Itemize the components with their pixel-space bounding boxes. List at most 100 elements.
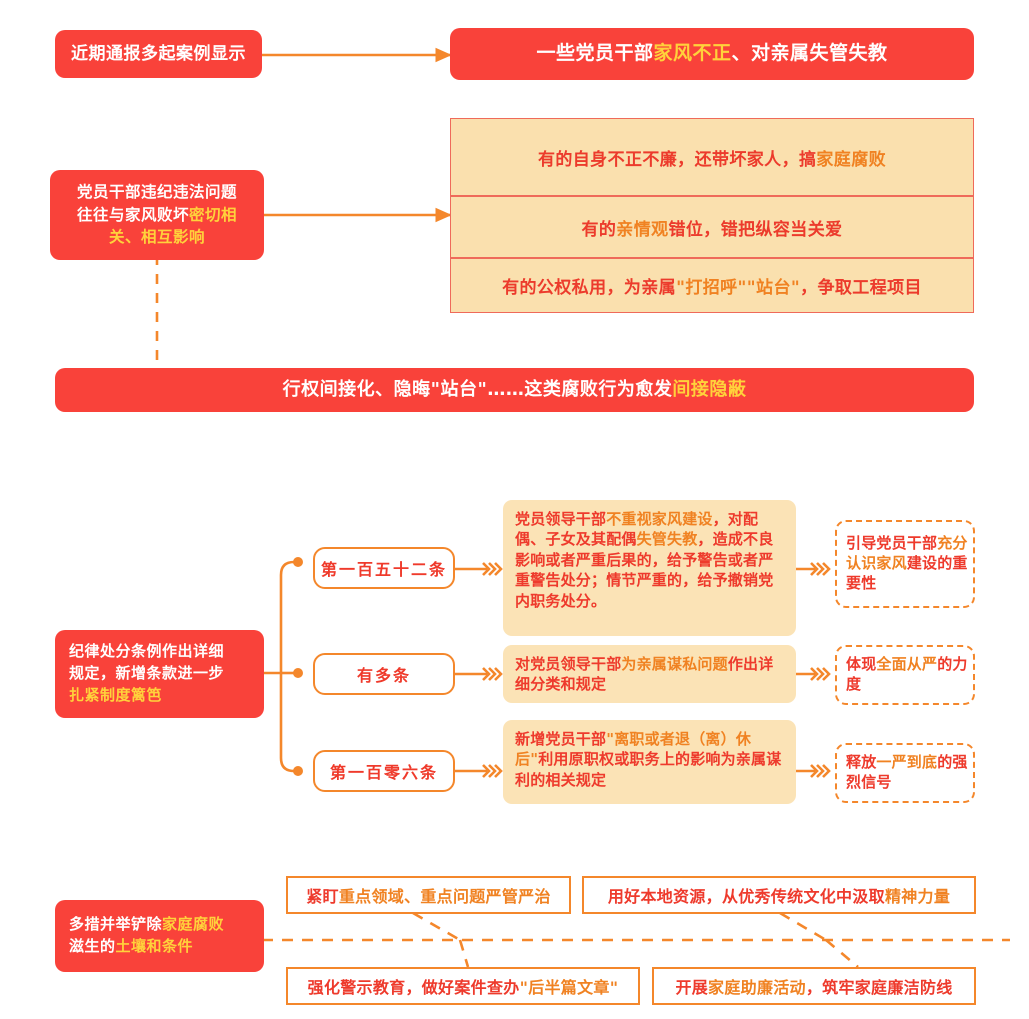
clause-outcome-text: 引导党员干部充分认识家风建设的重要性 [846,534,973,594]
seg: 滋生的 [69,937,116,955]
seg-hl: 全面从严 [876,655,938,674]
clause-pill-label: 有多条 [356,666,411,685]
table-row: 有的自身不正不廉，还带坏家人，搞家庭腐败 [450,118,974,196]
regulation-root-line-3: 扎紧制度篱笆 [69,685,163,704]
fishbone-rib-up-2 [779,911,827,942]
cell-pre: 有的自身不正不廉，还带坏家人，搞 [537,149,817,170]
cell-highlight: 家庭腐败 [816,149,886,170]
feather-arrow-2-head [482,667,503,681]
branch-dot-1 [293,557,303,567]
seg-hl: 为亲属谋私问题 [621,655,728,673]
seg-hl: 充分认识家风 [846,534,968,573]
measures-root-line-1: 多措并举铲除家庭腐败 [69,914,224,936]
clause-outcome-card-106: 释放一严到底的强烈信号 [835,743,975,803]
headline-post: 、对亲属失管失教 [731,42,888,65]
measure-box-1: 紧盯重点领域、重点问题严管严治 [286,876,571,914]
seg: 的强烈信号 [846,753,968,791]
table-row: 有的亲情观错位，错把纵容当关爱 [450,196,974,258]
clause-outcome-card-152: 引导党员干部充分认识家风建设的重要性 [835,520,975,608]
cell-post: 错位，错把纵容当关爱 [668,219,843,240]
clause-detail-text: 党员领导干部不重视家风建设，对配偶、子女及其配偶失管失教，造成不良影响或者严重后… [515,510,773,610]
measure-text: 强化警示教育，做好案件查办"后半篇文章" [308,974,619,998]
cell-highlight: 亲情观 [616,219,669,240]
branch-down [279,673,296,773]
fishbone-rib-up-1 [412,911,461,942]
fishbone-rib-down-1 [458,939,470,968]
seg: 配偶、子女及其配偶 [515,510,759,549]
feather-arrow-3-head [482,764,503,778]
seg-hl: 重点领域、重点问题 [338,887,486,906]
measure-box-2: 用好本地资源，从优秀传统文化中汲取精神力量 [582,876,976,914]
clause-detail-text: 新增党员干部"离职或者退（离）休后"利用原职权或职务上的影响为亲属谋利的相关规定 [515,730,781,789]
clause-pill-multi[interactable]: 有多条 [313,653,455,695]
table-row: 有的公权私用，为亲属"打招呼""站台"，争取工程项目 [450,258,974,313]
seg: 用好本地资源，从优秀传统文化中汲取 [607,887,885,906]
headline-box: 一些党员干部家风不正、对亲属失管失教 [450,28,974,80]
seg2: ，筑牢家庭廉洁防线 [805,978,953,997]
clause-detail-card-152: 党员领导干部不重视家风建设，对配偶、子女及其配偶失管失教，造成不良影响或者严重后… [503,500,796,636]
seg: ，对 [712,510,744,528]
cell-post: ，争取工程项目 [800,278,922,298]
cause-box: 党员干部违纪违法问题 往往与家风败坏密切相 关、相互影响 [50,170,264,260]
cell-text: 有的公权私用，为亲属"打招呼""站台"，争取工程项目 [502,273,922,298]
seg-hl: 家庭助廉活动 [708,978,806,997]
branch-dot-2 [293,668,303,678]
cause-line-3: 关、相互影响 [108,228,205,247]
headline-pre: 一些党员干部 [536,42,654,65]
cell-pre: 有的公权私用，为亲属 [502,278,677,298]
measure-box-4: 开展家庭助廉活动，筑牢家庭廉洁防线 [652,967,976,1005]
clause-detail-card-multi: 对党员领导干部为亲属谋私问题作出详细分类和规定 [503,645,796,703]
regulation-root-line-1: 纪律处分条例作出详细 [69,642,225,661]
clause-pill-label: 第一百五十二条 [320,560,447,579]
fishbone-rib-down-2 [825,939,859,968]
branch-up [279,560,296,673]
cause-line-2-pre: 往往与家风败坏 [76,205,189,224]
clause-pill-106[interactable]: 第一百零六条 [313,750,455,792]
seg: 党员领导干部 [515,510,607,528]
seg: 的力度 [846,655,968,693]
cause-line-2-highlight: 密切相 [189,205,238,224]
cell-text: 有的亲情观错位，错把纵容当关爱 [581,215,842,240]
source-label-box: 近期通报多起案例显示 [55,30,262,78]
clause-pill-152[interactable]: 第一百五十二条 [313,547,455,589]
seg: 紧盯 [306,887,339,906]
cell-pre: 有的 [581,219,617,240]
seg-hl: 失管失教 [636,530,698,549]
banner-box: 行权间接化、隐晦"站台"……这类腐败行为愈发间接隐蔽 [55,368,974,412]
banner-text: 行权间接化、隐晦"站台"……这类腐败行为愈发间接隐蔽 [283,377,747,403]
feather-arrow-4-head [810,562,831,576]
clause-outcome-text: 释放一严到底的强烈信号 [846,753,973,793]
seg: 开展 [675,978,709,997]
seg-hl2: 严管严治 [485,887,551,906]
headline-text: 一些党员干部家风不正、对亲属失管失教 [536,40,887,68]
clause-detail-text: 对党员领导干部为亲属谋私问题作出详细分类和规定 [515,655,773,693]
cell-highlight: "打招呼""站台" [676,278,801,298]
seg: 体现 [846,655,877,674]
cause-line-1: 党员干部违纪违法问题 [76,183,237,202]
source-label-text: 近期通报多起案例显示 [71,43,246,64]
feather-arrow-6-head [810,764,831,778]
clause-outcome-card-multi: 体现全面从严的力度 [835,645,975,705]
seg: ，造成不良影响或者严重后果的，给予警告或者严重警告处分；情节严重的，给予撤销党内… [515,530,774,610]
seg-hl: 家庭腐败 [162,915,225,934]
seg: 对党员领导干部 [515,655,622,673]
feather-arrow-1-head [482,562,503,576]
branch-dot-3 [293,766,303,776]
measure-box-3: 强化警示教育，做好案件查办"后半篇文章" [286,967,640,1005]
seg-hl: 精神力量 [884,887,951,906]
seg-hl: "离职或者退（离）休后" [515,730,752,769]
seg: 引导党员干部 [846,534,938,553]
seg: 利用原职权或职务上的影响为亲属谋利的相关规定 [515,750,782,789]
clause-pill-label: 第一百零六条 [329,763,438,782]
seg: 释放 [846,753,877,772]
seg: 多措并举铲除 [69,915,163,934]
seg: 建设的重要性 [846,554,968,592]
measure-text: 用好本地资源，从优秀传统文化中汲取精神力量 [608,883,950,907]
clause-detail-card-106: 新增党员干部"离职或者退（离）休后"利用原职权或职务上的影响为亲属谋利的相关规定 [503,720,796,804]
seg-hl: 不重视家风建设 [606,510,713,528]
headline-highlight: 家风不正 [653,42,732,65]
cell-text: 有的自身不正不廉，还带坏家人，搞家庭腐败 [538,145,886,170]
feather-arrow-5-head [810,667,831,681]
measures-root-box: 多措并举铲除家庭腐败 滋生的土壤和条件 [55,900,264,972]
